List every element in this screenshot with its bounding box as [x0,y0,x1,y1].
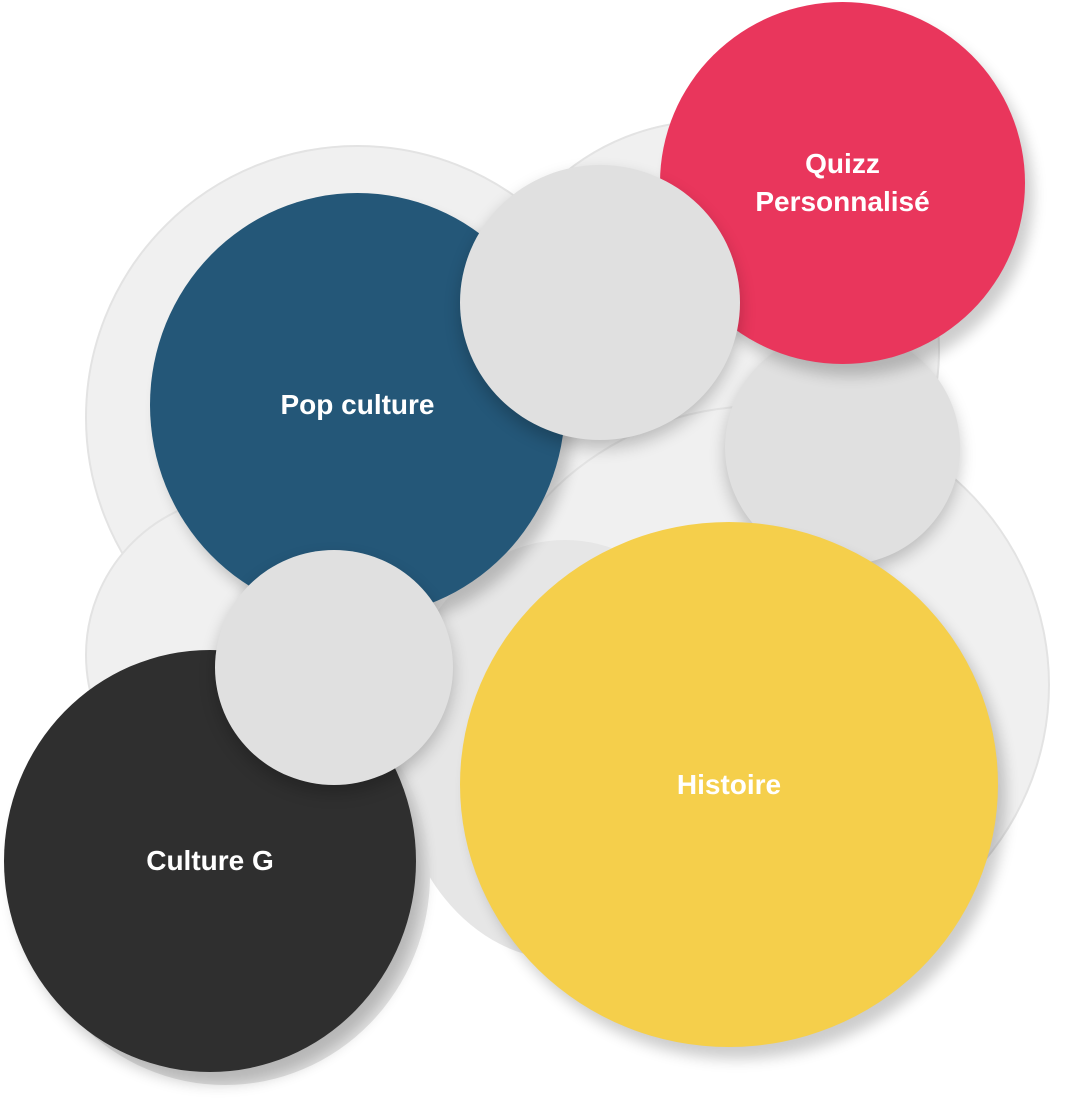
filler-bubble [215,550,453,785]
quizz-personnalise-label: Quizz Personnalisé [735,145,949,221]
quizz-personnalise-label-line1: Quizz [805,148,880,179]
culture-g-label: Culture G [146,845,274,876]
pop-culture-label: Pop culture [280,389,435,420]
histoire-label: Histoire [676,768,782,800]
histoire-bubble[interactable]: Histoire [460,522,998,1047]
quizz-personnalise-label-line2: Personnalisé [755,186,930,217]
filler-bubble [460,165,740,440]
